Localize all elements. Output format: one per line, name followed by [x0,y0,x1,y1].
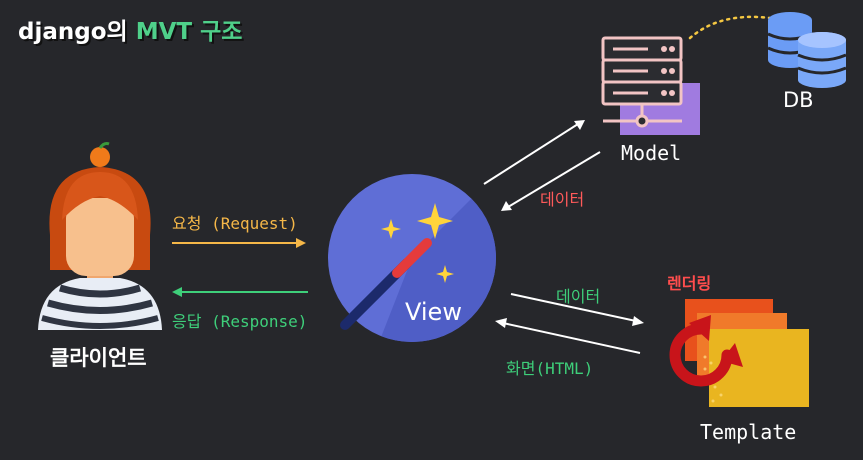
model-data-label: 데이터 [540,190,585,209]
template-data-label: 데이터 [556,287,601,306]
response-label: 응답 (Response) [172,312,308,331]
request-label: 요청 (Request) [172,214,298,233]
model-icon [601,36,700,135]
view-icon [328,174,496,342]
rendering-label: 렌더링 [667,274,712,293]
db-label: DB [783,88,814,112]
db-icon [767,12,847,88]
title-prefix: django의 [18,19,136,45]
view-label: View [405,298,462,326]
template-label: Template [700,420,797,444]
title-accent: MVT 구조 [135,19,243,45]
screen-label: 화면(HTML) [506,359,594,378]
client-icon [38,142,162,330]
page-title: django의 MVT 구조 [18,12,242,46]
client-label: 클라이언트 [50,346,147,370]
template-icon [669,299,809,407]
model-label: Model [621,141,682,165]
